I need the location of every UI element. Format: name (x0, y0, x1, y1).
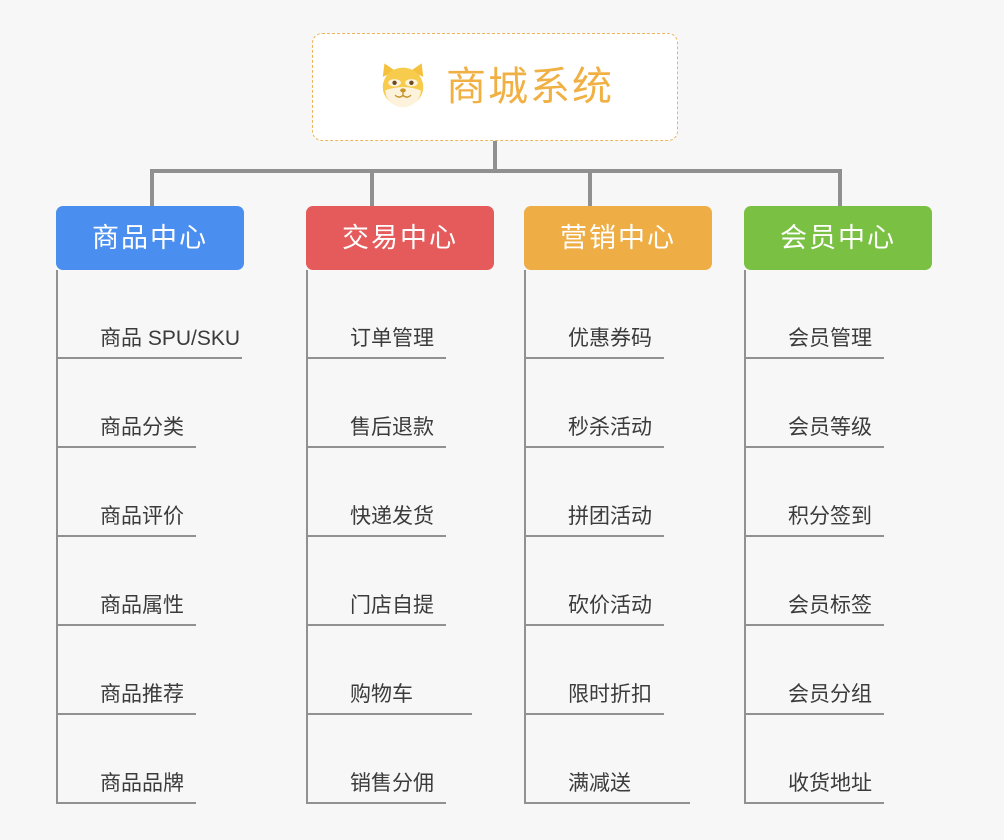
leaf-list-4: 会员管理 会员等级 积分签到 会员标签 会员分组 收货地址 (744, 270, 930, 804)
category-header-2[interactable]: 交易中心 (306, 206, 494, 270)
leaf-label: 快递发货 (350, 505, 434, 528)
leaf-label: 会员管理 (788, 327, 872, 350)
leaf-label: 砍价活动 (568, 594, 652, 617)
leaf-label: 积分签到 (788, 505, 872, 528)
leaf-item[interactable]: 商品 SPU/SKU (58, 270, 242, 359)
category-title-2: 交易中心 (342, 222, 458, 253)
category-header-3[interactable]: 营销中心 (524, 206, 712, 270)
leaf-item[interactable]: 销售分佣 (308, 715, 492, 804)
root-title: 商城系统 (446, 65, 614, 109)
leaf-item[interactable]: 秒杀活动 (526, 359, 710, 448)
leaf-item[interactable]: 积分签到 (746, 448, 930, 537)
leaf-item[interactable]: 砍价活动 (526, 537, 710, 626)
leaf-list-2: 订单管理 售后退款 快递发货 门店自提 购物车 销售分佣 (306, 270, 492, 804)
leaf-label: 会员标签 (788, 594, 872, 617)
leaf-item[interactable]: 会员标签 (746, 537, 930, 626)
leaf-item[interactable]: 优惠券码 (526, 270, 710, 359)
leaf-item[interactable]: 商品分类 (58, 359, 242, 448)
leaf-item[interactable]: 收货地址 (746, 715, 930, 804)
connector-horizontal-bus (150, 169, 842, 173)
leaf-label: 会员等级 (788, 416, 872, 439)
leaf-label: 拼团活动 (568, 505, 652, 528)
branch-column-2: 交易中心 订单管理 售后退款 快递发货 门店自提 购物车 销售分佣 (306, 206, 494, 804)
leaf-list-3: 优惠券码 秒杀活动 拼团活动 砍价活动 限时折扣 满减送 (524, 270, 710, 804)
leaf-item[interactable]: 售后退款 (308, 359, 492, 448)
leaf-item[interactable]: 门店自提 (308, 537, 492, 626)
leaf-item[interactable]: 商品品牌 (58, 715, 242, 804)
connector-root-stub (493, 141, 497, 172)
leaf-label: 商品推荐 (100, 683, 184, 706)
leaf-label: 商品 SPU/SKU (100, 327, 241, 350)
leaf-label: 销售分佣 (350, 772, 434, 795)
category-title-4: 会员中心 (780, 222, 896, 253)
leaf-item[interactable]: 快递发货 (308, 448, 492, 537)
category-title-1: 商品中心 (92, 222, 208, 253)
leaf-item[interactable]: 商品推荐 (58, 626, 242, 715)
leaf-item[interactable]: 会员等级 (746, 359, 930, 448)
leaf-label: 会员分组 (788, 683, 872, 706)
leaf-label: 订单管理 (350, 327, 434, 350)
connector-drop-4 (838, 169, 842, 206)
leaf-item[interactable]: 限时折扣 (526, 626, 710, 715)
connector-drop-2 (370, 169, 374, 206)
category-header-1[interactable]: 商品中心 (56, 206, 244, 270)
branch-column-1: 商品中心 商品 SPU/SKU 商品分类 商品评价 商品属性 商品推荐 商品品牌 (56, 206, 244, 804)
leaf-label: 限时折扣 (568, 683, 652, 706)
leaf-item[interactable]: 会员分组 (746, 626, 930, 715)
root-node[interactable]: 商城系统 (312, 33, 678, 141)
leaf-label: 商品分类 (100, 416, 184, 439)
leaf-item[interactable]: 购物车 (308, 626, 492, 715)
leaf-item[interactable]: 商品属性 (58, 537, 242, 626)
leaf-label: 收货地址 (788, 772, 872, 795)
leaf-label: 优惠券码 (568, 327, 652, 350)
leaf-label: 满减送 (568, 772, 631, 795)
leaf-label: 商品属性 (100, 594, 184, 617)
leaf-item[interactable]: 订单管理 (308, 270, 492, 359)
category-title-3: 营销中心 (560, 222, 676, 253)
leaf-label: 售后退款 (350, 416, 434, 439)
connector-drop-3 (588, 169, 592, 206)
connector-drop-1 (150, 169, 154, 206)
shiba-dog-icon (382, 63, 424, 109)
leaf-label: 购物车 (350, 683, 413, 706)
leaf-item[interactable]: 商品评价 (58, 448, 242, 537)
leaf-label: 门店自提 (350, 594, 434, 617)
leaf-item[interactable]: 会员管理 (746, 270, 930, 359)
leaf-label: 秒杀活动 (568, 416, 652, 439)
leaf-label: 商品品牌 (100, 772, 184, 795)
leaf-item[interactable]: 满减送 (526, 715, 710, 804)
leaf-list-1: 商品 SPU/SKU 商品分类 商品评价 商品属性 商品推荐 商品品牌 (56, 270, 242, 804)
branch-column-3: 营销中心 优惠券码 秒杀活动 拼团活动 砍价活动 限时折扣 满减送 (524, 206, 712, 804)
category-header-4[interactable]: 会员中心 (744, 206, 932, 270)
branch-column-4: 会员中心 会员管理 会员等级 积分签到 会员标签 会员分组 收货地址 (744, 206, 932, 804)
leaf-label: 商品评价 (100, 505, 184, 528)
leaf-item[interactable]: 拼团活动 (526, 448, 710, 537)
